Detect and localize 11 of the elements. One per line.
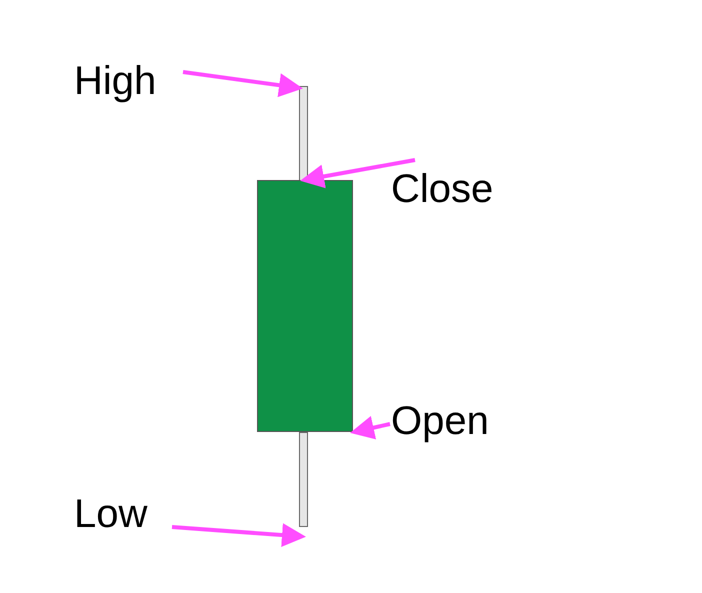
leader-arrow — [172, 523, 306, 547]
candle-body — [257, 180, 353, 432]
candle-part-label: Low — [74, 491, 148, 537]
candle-wick — [299, 86, 308, 181]
candle-part-label: Open — [391, 398, 489, 444]
candle-wick — [299, 432, 308, 527]
candle-part-label: Close — [391, 166, 494, 212]
leader-arrow — [182, 70, 303, 98]
candle-part-label: High — [74, 58, 156, 104]
leader-arrow — [350, 416, 390, 440]
leader-arrow — [300, 158, 416, 188]
